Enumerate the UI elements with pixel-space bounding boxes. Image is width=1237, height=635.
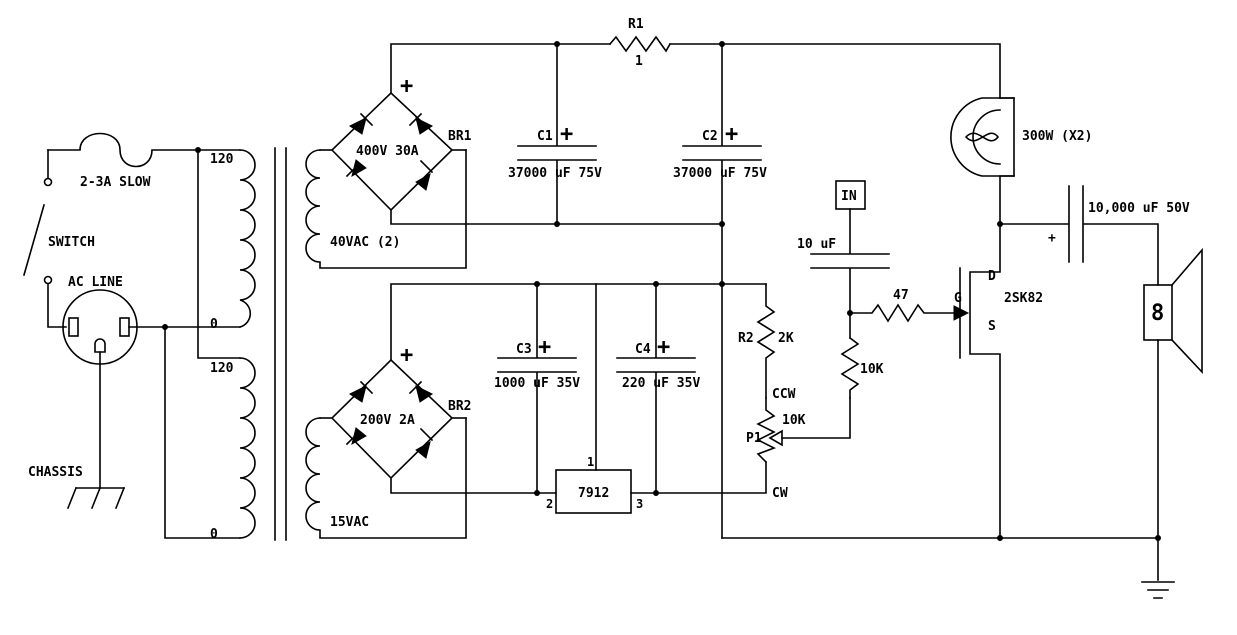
p1-label: P1: [746, 431, 762, 446]
secondary-40vac-label: 40VAC (2): [330, 235, 400, 250]
fuse-label: 2-3A SLOW: [80, 175, 151, 190]
switch-lever: [23, 204, 45, 276]
mosfet-label: 2SK82: [1004, 291, 1043, 306]
ac-line-label: AC LINE: [68, 275, 123, 290]
c3-label: C3: [516, 342, 532, 357]
p1-value-label: 10K: [782, 413, 806, 428]
mosfet-pin-g-label: G: [954, 291, 962, 306]
lamp-icon: [950, 97, 1015, 177]
c3-value-label: 1000 uF 35V: [494, 376, 580, 391]
fuse-symbol: [47, 132, 199, 168]
reg-pin3-label: 3: [636, 497, 643, 511]
c4-capacitor: [616, 283, 696, 494]
output-capacitor: [999, 185, 1159, 286]
secondary-coil-40vac: [305, 149, 467, 269]
input-capacitor: [810, 208, 890, 339]
mosfet-2sk82: [959, 223, 1001, 539]
input-stage: IN 10 uF 47 10K: [797, 180, 955, 399]
c1-capacitor: [517, 43, 597, 225]
mosfet-gate-arrow-icon: [953, 305, 970, 321]
c4-value-label: 220 uF 35V: [622, 376, 700, 391]
reg-pin1-label: 1: [587, 455, 594, 469]
secondary-coil-15vac: [305, 417, 467, 539]
c1-label: C1: [537, 129, 553, 144]
r1-resistor: [608, 35, 672, 53]
switch-contact-top: [43, 177, 53, 187]
primary-bot-120-label: 120: [210, 361, 234, 376]
speaker-impedance-label: 8: [1151, 301, 1164, 326]
br1-diode-icons: [345, 112, 434, 191]
output-cap-label: 10,000 uF 50V: [1088, 201, 1190, 216]
c2-label: C2: [702, 129, 718, 144]
c2-capacitor: [682, 43, 762, 225]
gate-resistor: [849, 303, 955, 323]
c4-plus-icon: +: [657, 335, 670, 360]
main-supply: R1 1 C1 + 37000 uF 75V C2 + 37000 uF 75V: [390, 17, 1001, 539]
c3-capacitor: [497, 283, 577, 494]
bridge-rectifier-br2: + 200V 2A BR2: [330, 343, 471, 480]
ccw-label: CCW: [772, 387, 796, 402]
secondary-15vac-label: 15VAC: [330, 515, 369, 530]
primary-coil-upper: [239, 149, 256, 328]
c4-label: C4: [635, 342, 651, 357]
output-cap-plus-icon: +: [1048, 231, 1056, 246]
lamp-label: 300W (X2): [1022, 129, 1092, 144]
regulator-label: 7912: [578, 486, 609, 501]
c2-plus-icon: +: [725, 122, 738, 147]
switch-contact-bottom: [43, 275, 53, 285]
gate-resistor-label: 47: [893, 288, 909, 303]
primary-bot-0-label: 0: [210, 527, 218, 542]
bias-supply: C3 + 1000 uF 35V C4 + 220 uF 35V 7912 1 …: [390, 149, 851, 514]
ac-input-section: 2-3A SLOW SWITCH AC LINE CHASSIS: [23, 132, 201, 510]
chassis-label: CHASSIS: [28, 465, 83, 480]
br2-plus-icon: +: [400, 343, 413, 368]
bias-resistor: [840, 336, 860, 399]
c3-plus-icon: +: [538, 335, 551, 360]
primary-top-120-label: 120: [210, 152, 234, 167]
chassis-ground-icon: [66, 486, 126, 510]
transformer-core: [274, 147, 287, 541]
primary-top-0-label: 0: [210, 317, 218, 332]
reg-pin2-label: 2: [546, 497, 553, 511]
bridge-rectifier-br1: + 400V 30A BR1: [330, 74, 472, 212]
c2-value-label: 37000 uF 75V: [673, 166, 767, 181]
input-cap-label: 10 uF: [797, 237, 836, 252]
r2-label: R2: [738, 331, 754, 346]
c1-plus-icon: +: [560, 122, 573, 147]
ground-icon: [1141, 581, 1175, 599]
br2-label: BR2: [448, 399, 471, 414]
primary-coil-lower: [239, 357, 256, 539]
br1-plus-icon: +: [400, 74, 413, 99]
c1-value-label: 37000 uF 75V: [508, 166, 602, 181]
regulator-7912: [555, 469, 632, 514]
in-terminal-label: IN: [841, 189, 857, 204]
br2-rating-label: 200V 2A: [360, 413, 415, 428]
mosfet-pin-d-label: D: [988, 269, 996, 284]
bias-resistor-label: 10K: [860, 362, 884, 377]
br1-label: BR1: [448, 129, 472, 144]
power-transformer: 120 0 120 0 40VAC (2) 15VAC: [164, 147, 467, 542]
p1-potentiometer: [756, 397, 776, 464]
r1-value-label: 1: [635, 54, 643, 69]
r1-label: R1: [628, 17, 644, 32]
r2-resistor: [756, 283, 776, 399]
br1-rating-label: 400V 30A: [356, 144, 419, 159]
switch-label: SWITCH: [48, 235, 95, 250]
mosfet-pin-s-label: S: [988, 319, 996, 334]
output-stage: 300W (X2) + 10,000 uF 50V D G S 2SK82 8: [721, 97, 1203, 599]
r2-value-label: 2K: [778, 331, 794, 346]
cw-label: CW: [772, 486, 788, 501]
br2-diode-icons: [345, 380, 434, 459]
